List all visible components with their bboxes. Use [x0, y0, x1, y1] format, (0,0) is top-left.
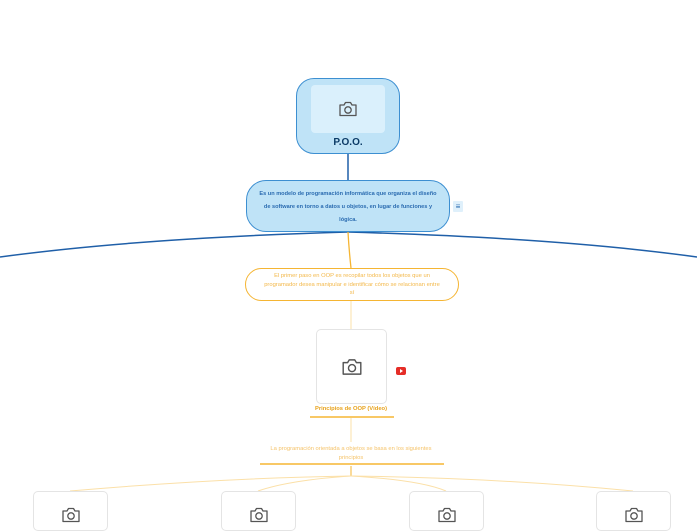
camera-icon: [61, 507, 80, 523]
root-title: P.O.O.: [333, 137, 363, 148]
principles-intro-text[interactable]: La programación orientada a objetos se b…: [270, 446, 432, 461]
video-label[interactable]: Principios de OOP (Vídeo): [314, 406, 388, 412]
definition-node[interactable]: Es un modelo de programación informática…: [246, 180, 450, 232]
first-step-text: El primer paso en OOP es recopilar todos…: [264, 273, 440, 296]
fan-branch-4: [350, 475, 634, 492]
camera-icon: [437, 507, 456, 523]
fan-branch-1: [69, 475, 352, 492]
first-step-node[interactable]: El primer paso en OOP es recopilar todos…: [245, 268, 459, 301]
principle-card-2[interactable]: [221, 491, 296, 531]
root-image-placeholder: [311, 85, 385, 133]
camera-icon: [339, 101, 357, 117]
branch-arc-right: [347, 231, 697, 258]
fan-branch-3: [350, 475, 447, 492]
root-topic-node[interactable]: P.O.O.: [296, 78, 400, 154]
video-image-card[interactable]: [316, 329, 387, 404]
definition-text: Es un modelo de programación informática…: [259, 191, 437, 223]
branch-arc-left: [0, 231, 349, 258]
camera-icon: [341, 358, 362, 375]
notes-icon[interactable]: ≡: [453, 201, 463, 212]
camera-icon: [249, 507, 268, 523]
principle-card-4[interactable]: [596, 491, 671, 531]
connector-definition-firststep: [347, 231, 352, 269]
connector-lines: [0, 154, 697, 492]
principle-card-3[interactable]: [409, 491, 484, 531]
principle-card-1[interactable]: [33, 491, 108, 531]
camera-icon: [624, 507, 643, 523]
youtube-icon[interactable]: [396, 367, 406, 375]
fan-branch-2: [257, 475, 352, 492]
